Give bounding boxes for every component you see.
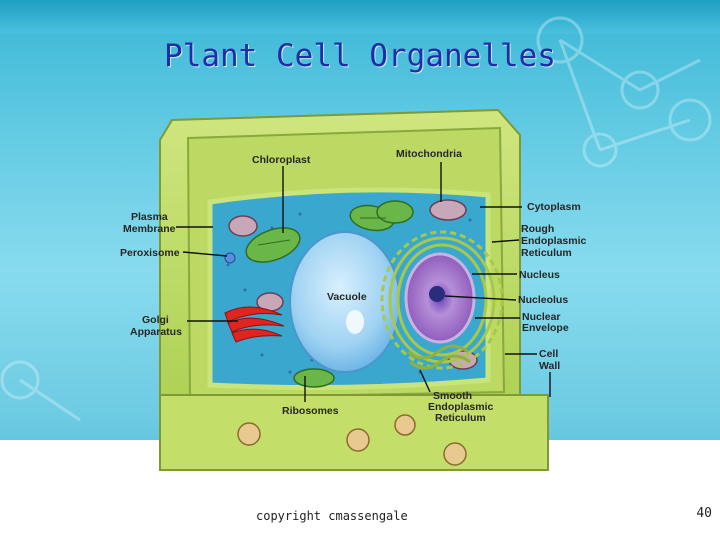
label-nucleolus: Nucleolus <box>518 294 568 306</box>
chloroplasts <box>245 200 414 388</box>
label-cell-wall-1: Cell <box>539 348 558 360</box>
label-rough-er-2: Endoplasmic <box>521 235 587 247</box>
label-rough-er-1: Rough <box>521 223 554 235</box>
label-ribosomes: Ribosomes <box>282 405 339 417</box>
label-smooth-er-3: Reticulum <box>435 412 486 424</box>
labels: Chloroplast Mitochondria Plasma Membrane… <box>120 148 587 424</box>
top-band <box>0 0 720 34</box>
label-cell-wall-2: Wall <box>539 360 560 372</box>
label-chloroplast: Chloroplast <box>252 154 311 166</box>
leader-lines <box>176 162 551 402</box>
plasmodesmata <box>237 414 467 466</box>
label-mitochondria: Mitochondria <box>396 148 462 160</box>
label-rough-er-3: Reticulum <box>521 247 572 259</box>
label-smooth-er-2: Endoplasmic <box>428 401 494 413</box>
vacuole <box>289 231 401 373</box>
label-cytoplasm: Cytoplasm <box>527 201 581 213</box>
peroxisome <box>224 252 236 264</box>
copyright-text: copyright cmassengale <box>256 509 408 523</box>
label-smooth-er-1: Smooth <box>433 390 472 402</box>
label-nucleus: Nucleus <box>519 269 560 281</box>
label-plasma-membrane-2: Membrane <box>123 223 176 235</box>
slide-title: Plant Cell Organelles <box>164 38 556 74</box>
label-golgi-1: Golgi <box>142 314 169 326</box>
label-nuclear-envelope-2: Envelope <box>522 322 569 334</box>
label-nuclear-envelope-1: Nuclear <box>522 311 561 323</box>
label-peroxisome: Peroxisome <box>120 247 180 259</box>
nucleolus <box>429 286 445 302</box>
label-golgi-2: Apparatus <box>130 326 182 338</box>
smooth-er <box>407 344 471 370</box>
golgi-apparatus <box>224 306 285 343</box>
label-vacuole: Vacuole <box>327 291 367 303</box>
label-plasma-membrane-1: Plasma <box>131 211 168 223</box>
slide-number: 40 <box>696 506 712 521</box>
